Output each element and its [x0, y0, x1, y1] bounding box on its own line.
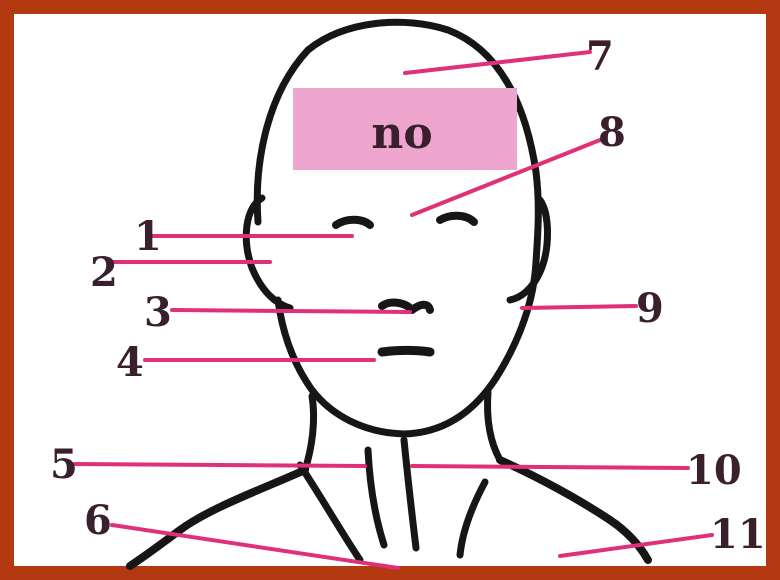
clavicle-right — [460, 482, 485, 555]
neck-right — [488, 392, 501, 460]
label-2: 2 — [90, 249, 118, 296]
left-ear — [246, 198, 290, 308]
nose — [382, 303, 430, 310]
label-3: 3 — [144, 289, 172, 336]
pointer-9 — [522, 306, 636, 308]
label-8: 8 — [598, 109, 626, 156]
sticker-text: no — [371, 108, 432, 159]
label-10: 10 — [686, 447, 742, 494]
label-6: 6 — [84, 497, 112, 544]
neck-left — [305, 396, 314, 470]
label-11: 11 — [710, 511, 766, 558]
left-eye — [336, 220, 370, 225]
right-eye — [440, 216, 474, 222]
label-7: 7 — [586, 33, 614, 80]
label-1: 1 — [134, 213, 162, 260]
clavicle-left — [300, 465, 360, 560]
pointer-3 — [172, 310, 410, 312]
label-9: 9 — [636, 285, 664, 332]
label-5: 5 — [50, 441, 78, 488]
pointer-10 — [412, 466, 688, 468]
mouth — [382, 351, 430, 353]
head-outline — [257, 22, 538, 434]
pointer-5 — [75, 464, 365, 466]
right-ear — [510, 200, 548, 300]
throat-center — [404, 440, 416, 548]
forehead-sticker: no — [293, 88, 517, 170]
label-4: 4 — [116, 339, 144, 386]
throat-left — [368, 450, 384, 545]
